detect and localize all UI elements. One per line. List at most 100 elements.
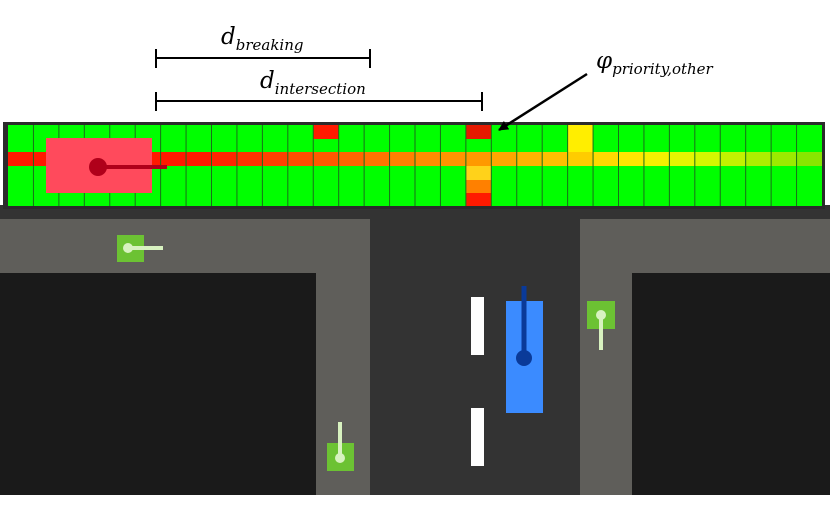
cost-cell-risk <box>542 152 568 166</box>
cost-cell <box>694 166 721 206</box>
cost-cell <box>643 166 670 206</box>
cost-cell-risk <box>364 152 390 166</box>
cost-cell-risk <box>186 152 212 166</box>
cost-cell <box>796 125 822 152</box>
cost-cell <box>287 166 314 206</box>
cost-cell <box>415 125 441 152</box>
cost-cell <box>593 125 619 152</box>
cost-cell <box>669 125 695 152</box>
cost-cell-risk <box>8 152 34 166</box>
cost-cell <box>440 166 466 206</box>
cost-cell-risk <box>415 152 441 166</box>
pedestrian-center <box>123 243 133 253</box>
pedestrian-center <box>596 310 606 320</box>
cost-cell-risk <box>796 152 822 166</box>
cost-cell <box>8 125 34 152</box>
cost-cell-risk <box>389 152 415 166</box>
cost-cell-risk <box>720 152 746 166</box>
cost-cell <box>720 166 746 206</box>
dimension-d-breaking: dbreaking <box>155 24 371 68</box>
building-block-right <box>632 273 830 495</box>
cost-cell-highlight <box>465 125 492 139</box>
pedestrian-3 <box>327 422 354 471</box>
cost-cell <box>440 125 466 152</box>
d-breaking-label: dbreaking <box>221 24 303 54</box>
dimension-d-intersection: dintersection <box>155 68 483 111</box>
cost-cell <box>338 166 365 206</box>
cost-map-cells <box>8 125 822 206</box>
pedestrian-center <box>335 453 345 463</box>
lane-marking <box>471 297 484 355</box>
priority-annotation: φpriority,other <box>498 48 714 132</box>
cost-cell-risk <box>516 152 543 166</box>
cost-cell <box>211 125 237 152</box>
cost-cell <box>364 125 390 152</box>
cost-cell <box>694 125 721 152</box>
cost-cell-risk <box>236 152 263 166</box>
cost-cell <box>287 125 314 152</box>
d-intersection-label: dintersection <box>260 68 366 98</box>
cost-cell <box>186 125 212 152</box>
cost-cell <box>516 166 543 206</box>
cost-cell-highlight <box>465 166 492 180</box>
cost-cell <box>643 125 670 152</box>
cost-cell-risk <box>745 152 772 166</box>
cost-cell-risk <box>160 152 187 166</box>
cost-cell <box>542 166 568 206</box>
cost-cell <box>236 125 263 152</box>
phi-priority-label: φpriority,other <box>596 48 714 78</box>
cost-cell-risk <box>694 152 721 166</box>
cost-cell <box>618 166 644 206</box>
cost-cell <box>262 166 288 206</box>
cost-cell-risk <box>262 152 288 166</box>
ego-vehicle-center <box>89 158 107 176</box>
cost-cell <box>313 166 339 206</box>
cost-cell <box>389 166 415 206</box>
cost-cell-risk <box>669 152 695 166</box>
cost-cell <box>516 125 543 152</box>
cost-cell <box>796 166 822 206</box>
priority-arrow <box>498 72 588 132</box>
cost-cell <box>8 166 34 206</box>
cost-cell-highlight <box>313 125 339 139</box>
cost-cell <box>771 166 797 206</box>
cost-cell <box>745 125 772 152</box>
cost-cell-highlight <box>465 193 492 206</box>
other-vehicle <box>506 286 543 413</box>
cost-cell <box>669 166 695 206</box>
cost-cell <box>745 166 772 206</box>
building-block-left <box>0 273 316 495</box>
cost-cell <box>211 166 237 206</box>
sidewalk-top-left <box>0 219 370 273</box>
cost-cell <box>160 125 187 152</box>
cost-cell <box>262 125 288 152</box>
pedestrian-2 <box>587 301 615 350</box>
cost-cell-risk <box>440 152 466 166</box>
ego-vehicle <box>46 138 167 193</box>
cost-cell <box>338 125 365 152</box>
cost-cell <box>491 125 517 152</box>
sidewalk-vertical-right <box>580 219 632 495</box>
cost-cell <box>720 125 746 152</box>
cost-cell <box>389 125 415 152</box>
cost-cell-highlight <box>567 139 594 152</box>
cost-cell-risk <box>338 152 365 166</box>
cost-cell-risk <box>567 152 594 166</box>
cost-cell-risk <box>643 152 670 166</box>
cost-cell-risk <box>211 152 237 166</box>
cost-cell-highlight <box>567 125 594 139</box>
cost-cell-risk <box>313 152 339 166</box>
cost-cell <box>593 166 619 206</box>
cost-cell-highlight <box>465 180 492 193</box>
cost-cell <box>160 166 187 206</box>
cost-cell <box>415 166 441 206</box>
cost-cell-risk <box>771 152 797 166</box>
cost-cell-risk <box>491 152 517 166</box>
cost-cell-risk <box>593 152 619 166</box>
road-scene <box>0 205 830 495</box>
cost-cell <box>364 166 390 206</box>
cost-cell <box>618 125 644 152</box>
cost-cell <box>567 166 594 206</box>
cost-cell-risk <box>618 152 644 166</box>
